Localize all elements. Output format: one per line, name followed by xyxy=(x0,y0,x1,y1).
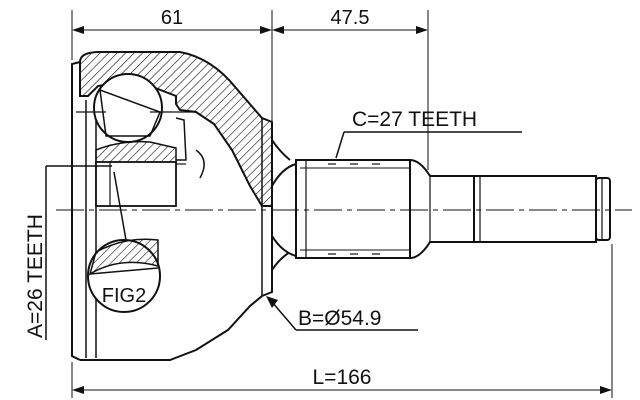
leader-b-diameter: B=Ø54.9 xyxy=(266,296,418,331)
dimension-47-5-label: 47.5 xyxy=(331,7,370,29)
dimension-47-5: 47.5 xyxy=(272,7,429,170)
teeth-a-label: A=26 TEETH xyxy=(24,214,47,338)
dimension-length: L=166 xyxy=(71,244,613,398)
spline-c xyxy=(295,159,411,259)
leader-a-teeth: A=26 TEETH xyxy=(24,165,112,340)
fig2-detail: FIG2 xyxy=(87,171,161,313)
length-label: L=166 xyxy=(313,366,372,389)
ball-cage xyxy=(76,73,205,207)
leader-c-teeth: C=27 TEETH xyxy=(335,108,522,159)
output-shaft xyxy=(271,159,611,259)
bell-housing xyxy=(71,51,291,361)
diameter-b-label: B=Ø54.9 xyxy=(298,307,381,330)
dimension-61-label: 61 xyxy=(161,7,183,29)
teeth-c-label: C=27 TEETH xyxy=(352,108,477,131)
fig2-label: FIG2 xyxy=(102,285,146,307)
